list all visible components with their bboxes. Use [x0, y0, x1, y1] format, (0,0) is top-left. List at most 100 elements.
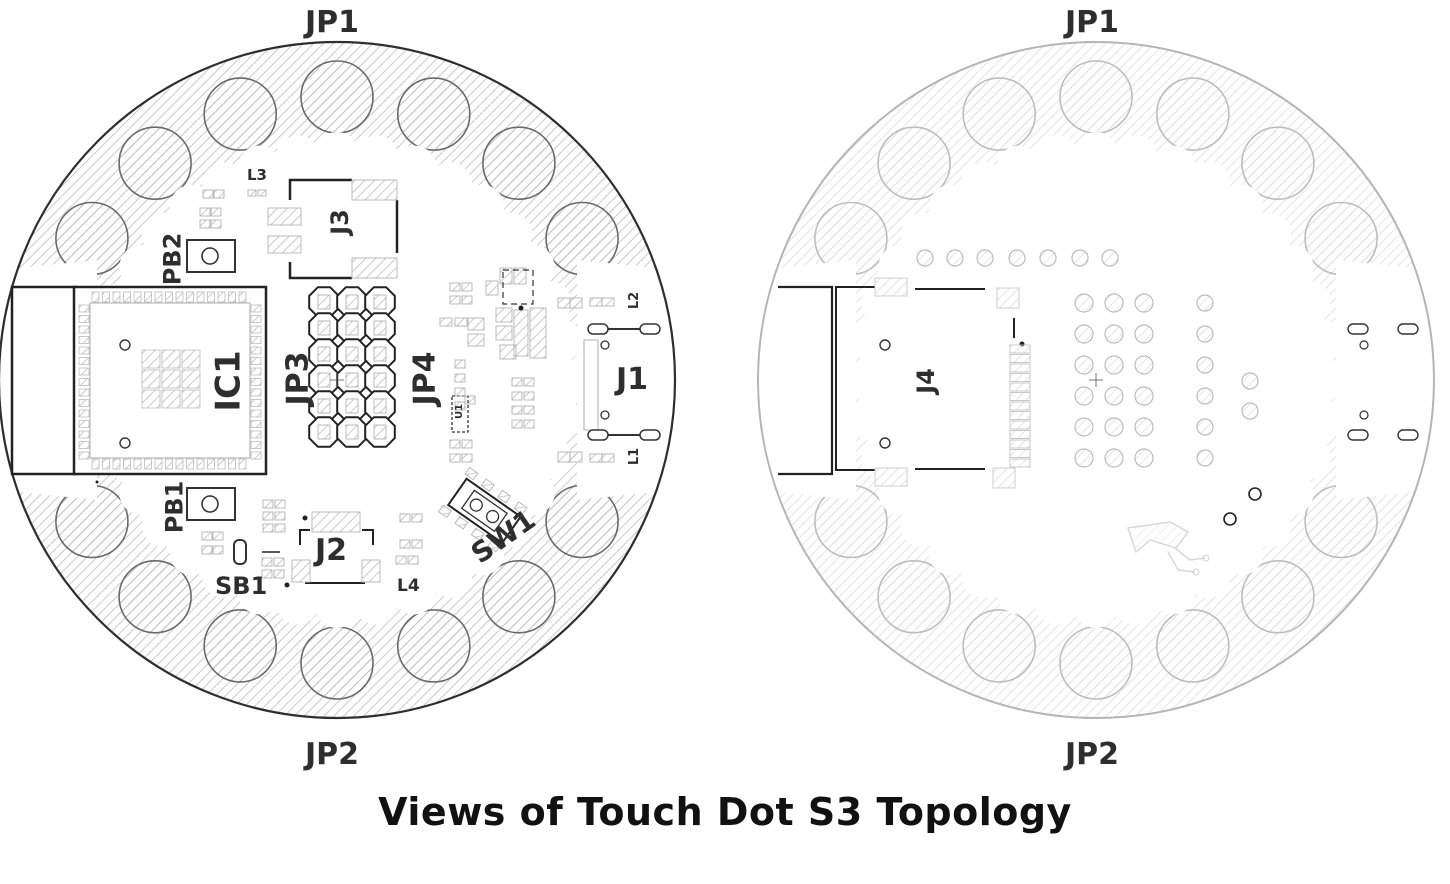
via: [1241, 372, 1259, 390]
j4-pin: [1009, 401, 1031, 411]
ic1-pin: [196, 291, 205, 303]
via-array: [916, 249, 1259, 468]
ic1-pin: [228, 291, 236, 303]
ic1-pin: [228, 458, 236, 470]
touch-pad: [1059, 60, 1133, 134]
pb1-label: PB1: [160, 480, 189, 534]
jp4-label: JP4: [407, 351, 443, 406]
ic1-pin: [78, 357, 90, 365]
j4-pin: [1009, 430, 1031, 439]
smd-pad: [454, 387, 466, 397]
j4-pin: [1009, 354, 1031, 363]
ic1-pin: [123, 291, 131, 303]
ic1-pin: [78, 336, 90, 344]
smd-pad: [202, 189, 214, 199]
j2-connector: [291, 511, 381, 584]
ic1-pin: [250, 399, 262, 407]
l2-outline: [502, 269, 534, 305]
header-pin: [317, 372, 331, 388]
header-pin: [345, 294, 359, 310]
ic1-pin: [165, 291, 173, 303]
interior-scallop: [1151, 145, 1196, 190]
smd-pad: [257, 189, 267, 197]
interior-scallop: [1247, 503, 1292, 548]
ic1-pin: [250, 336, 262, 344]
pin1-dot: [284, 582, 290, 588]
ic1-thermal-pad: [141, 369, 161, 389]
smd-pad: [454, 401, 466, 411]
via: [1104, 448, 1124, 468]
smd-pad: [411, 513, 423, 523]
header-pin: [317, 424, 331, 440]
usb-connector-outline: [10, 285, 78, 476]
smd-pad: [213, 189, 225, 199]
smd-pad: [557, 297, 571, 309]
via: [1134, 355, 1154, 375]
smd-pad: [601, 453, 615, 463]
ic1-module: [72, 285, 268, 476]
smd-pad: [439, 317, 453, 327]
l2-label: L2: [627, 291, 643, 310]
interior-scallop: [315, 584, 359, 628]
ic1-pin: [112, 291, 121, 303]
ic1-pin: [186, 458, 194, 470]
interior-scallop: [119, 471, 164, 515]
touch-pad: [1155, 77, 1230, 151]
header-pin: [373, 372, 387, 388]
interior-scallop: [900, 503, 945, 548]
interior-scallop: [1113, 135, 1158, 180]
interior-scallop: [169, 531, 214, 576]
header-pin: [345, 398, 359, 414]
jp1-label-bottom-view: JP1: [1065, 5, 1120, 40]
smd-pad: [454, 373, 466, 383]
via: [1134, 324, 1154, 344]
header-pin: [317, 320, 331, 336]
interior-scallop: [275, 580, 320, 625]
via: [1196, 449, 1214, 467]
smd-pad: [523, 377, 535, 387]
smd-pad: [523, 405, 535, 415]
header-pin: [345, 320, 359, 336]
small-components: [95, 189, 615, 588]
ic1-pin: [175, 458, 184, 470]
l1-label: L1: [627, 447, 643, 466]
header-pin: [373, 424, 387, 440]
j4-pin: [1009, 411, 1031, 420]
smd-pad: [399, 539, 411, 549]
smd-pad: [262, 523, 274, 533]
via: [1196, 325, 1214, 343]
header-pin: [373, 346, 387, 362]
ic1-pin: [78, 388, 90, 397]
interior-scallop: [1300, 358, 1344, 402]
smd-pad: [454, 317, 468, 327]
smd-pad: [467, 333, 485, 347]
bottom-view-board: [757, 41, 1435, 719]
ic1-pin: [144, 291, 152, 303]
interior-scallop: [527, 435, 572, 480]
smd-pad: [513, 267, 527, 285]
ic1-pin: [250, 325, 262, 334]
smd-pad: [210, 219, 222, 229]
smd-pad: [274, 511, 286, 521]
via: [1039, 249, 1057, 267]
via: [1104, 417, 1124, 437]
j4-pin: [1009, 344, 1031, 354]
ic1-pin: [250, 451, 262, 460]
ic1-pin: [78, 304, 90, 313]
header-pin: [317, 398, 331, 414]
ic1-thermal-pad: [161, 349, 181, 369]
interior-scallop: [848, 358, 892, 402]
interior-scallop: [996, 145, 1041, 190]
via: [1074, 386, 1094, 406]
interior-scallop: [1074, 132, 1118, 176]
ic1-pin: [165, 458, 173, 470]
j4-pin: [1009, 382, 1031, 392]
smd-pad: [199, 219, 211, 229]
interior-scallop: [961, 553, 1005, 598]
interior-scallop: [1034, 580, 1079, 625]
ic1-pin: [217, 291, 226, 303]
via: [1104, 293, 1124, 313]
smd-pad: [210, 207, 222, 217]
j2-label: J2: [315, 533, 348, 568]
